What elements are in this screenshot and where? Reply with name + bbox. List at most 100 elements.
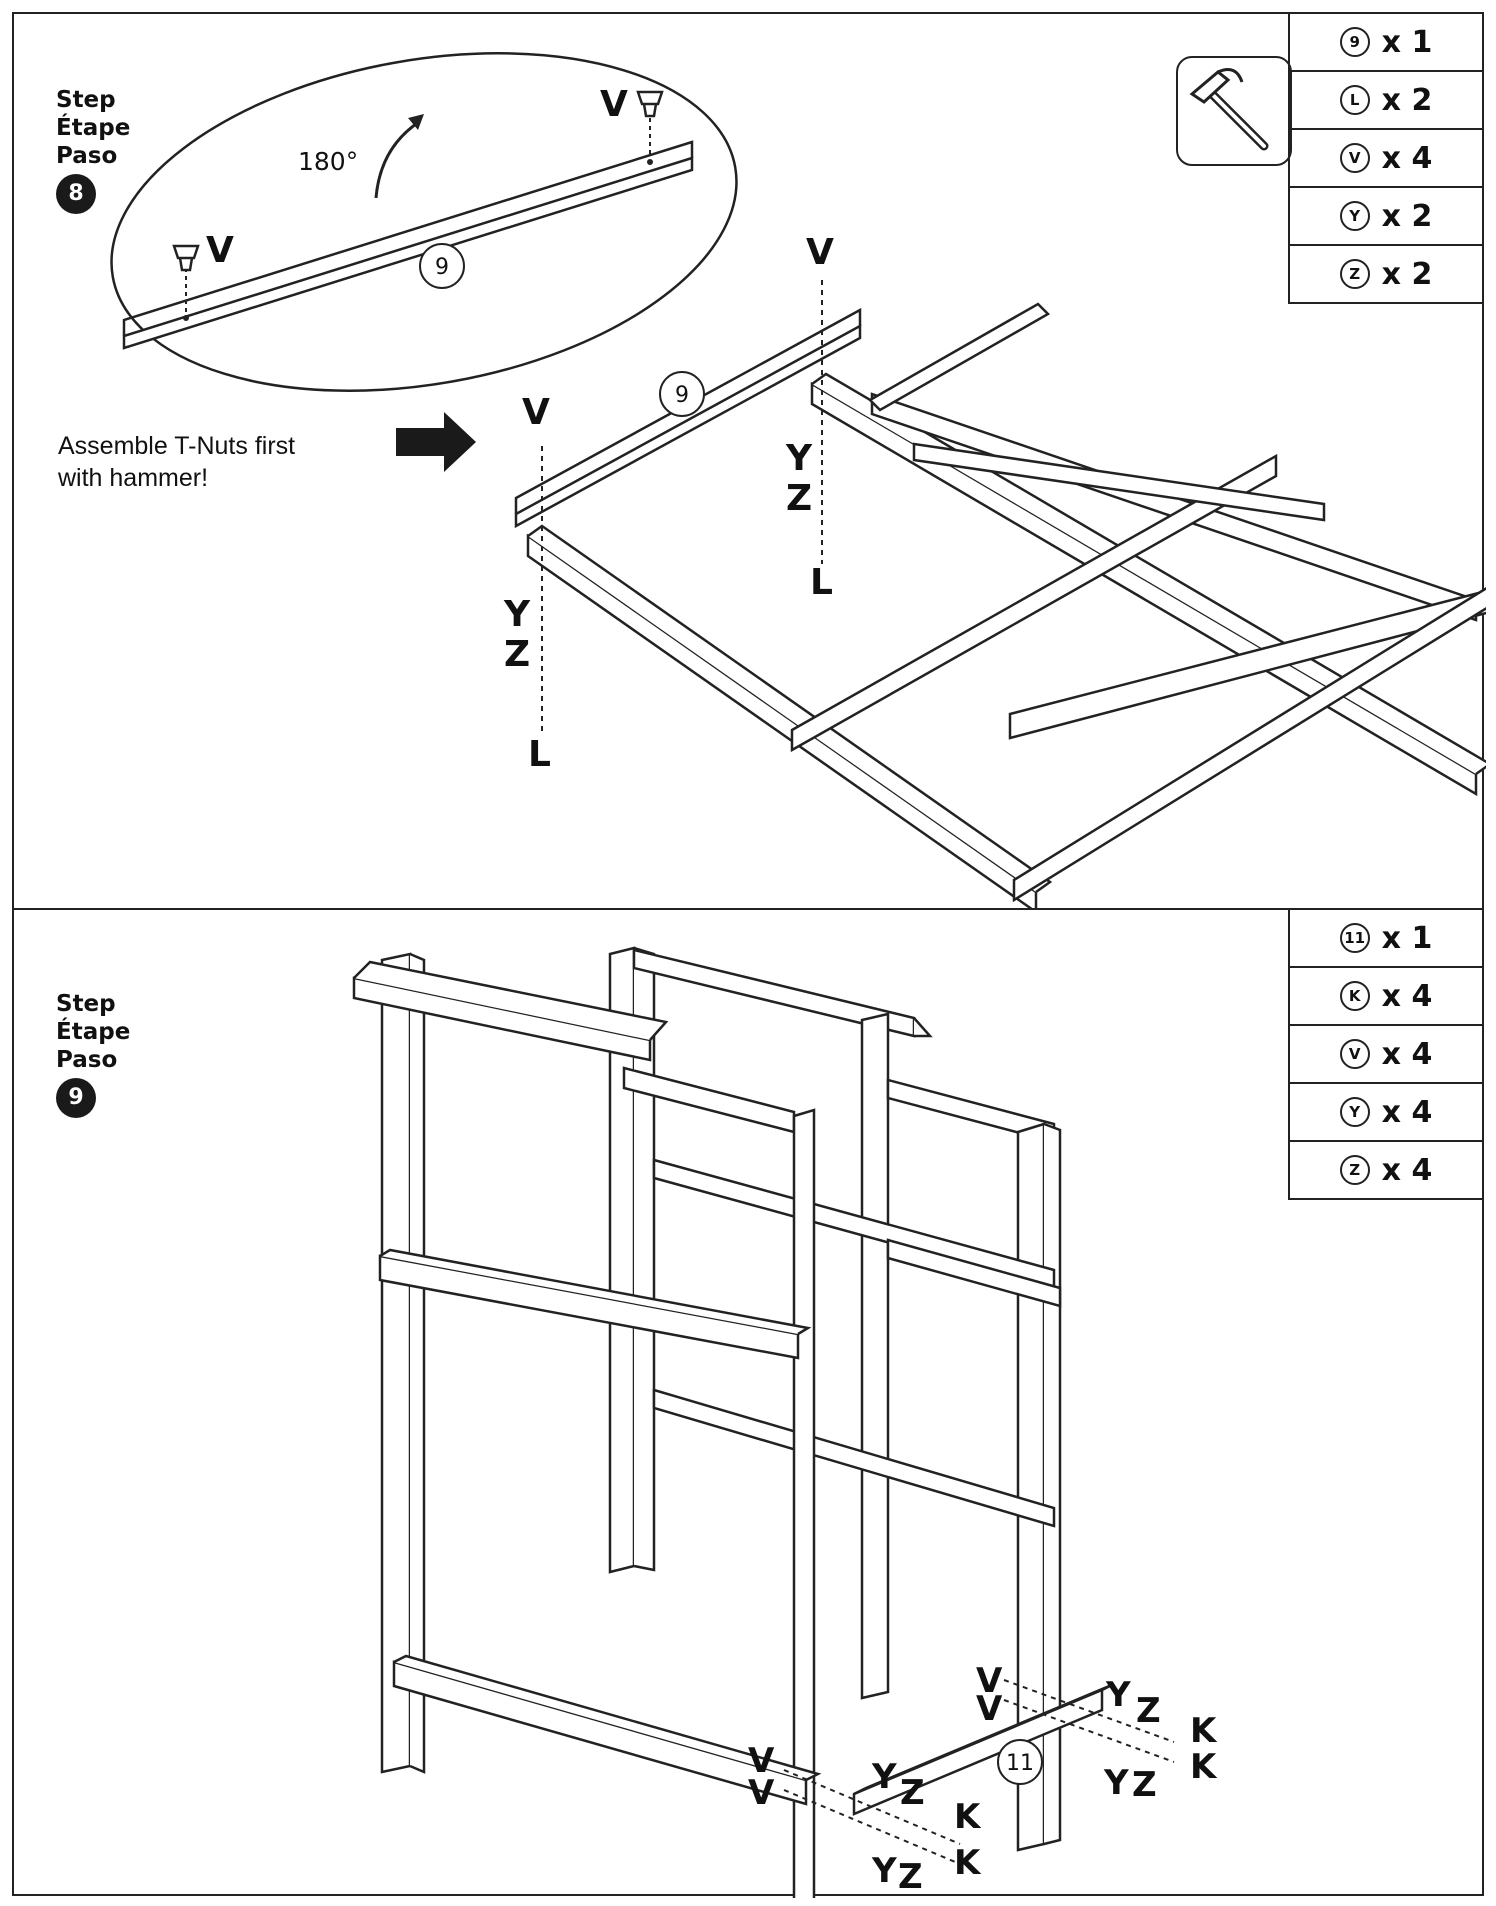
part-number: 11 [1006, 1751, 1034, 1776]
rotation-arrow [374, 122, 417, 199]
detail-ellipse [110, 52, 738, 392]
direction-arrow [396, 412, 476, 472]
step-9-drawing: 11 V V Y Z K Y Z K V V Y Z K Y Z K [352, 946, 1218, 1898]
instruction-line-1: Assemble T-Nuts first [58, 432, 296, 460]
part-number: 9 [675, 383, 689, 408]
callout-y: Y [503, 594, 531, 635]
part-qty: x 2 [1381, 198, 1433, 234]
part-id-badge: Y [1339, 1097, 1370, 1127]
part-number-badge [419, 243, 465, 289]
part-id-badge: Y [1339, 201, 1370, 231]
part-id-badge: 9 [1339, 27, 1370, 57]
parts-row: 9 x 1 [1290, 14, 1482, 70]
step-8-number-badge: 8 [56, 174, 96, 214]
guide-line [783, 1789, 961, 1865]
tnut-instruction: Assemble T-Nuts first with hammer! [58, 430, 295, 494]
part-qty: x 4 [1381, 140, 1433, 176]
arrow-head [408, 114, 424, 130]
callout-k: K [1190, 1747, 1218, 1787]
callout-y: Y [871, 1757, 897, 1797]
tool-box [1176, 56, 1292, 166]
callout-l: L [810, 562, 833, 603]
part-number-badge [997, 1739, 1043, 1785]
bed-frame [526, 302, 1486, 912]
step-word: Step [56, 991, 116, 1017]
step-8-heading: Step Étape Paso 8 [56, 86, 130, 214]
part-number-badge [659, 371, 705, 417]
part-qty: x 2 [1381, 256, 1433, 292]
callout-v: V [206, 230, 234, 271]
callout-v: V [748, 1773, 775, 1813]
callout-z: Z [786, 478, 812, 519]
part-number: 9 [435, 255, 449, 280]
callout-y: Y [871, 1851, 897, 1891]
guide-line [1003, 1699, 1175, 1763]
etape-word: Étape [56, 1019, 131, 1045]
part-id-badge: L [1339, 85, 1370, 115]
callout-l: L [528, 734, 551, 775]
part-qty: x 2 [1381, 82, 1433, 118]
parts-row: 11 x 1 [1290, 910, 1482, 966]
step-9-number-badge: 9 [56, 1078, 96, 1118]
part-id-badge: Z [1339, 1155, 1370, 1185]
callout-y: Y [1105, 1675, 1131, 1715]
part-qty: x 4 [1381, 978, 1433, 1014]
etape-word: Étape [56, 115, 131, 141]
step-9-heading: Step Étape Paso 9 [56, 990, 130, 1118]
callout-k: K [954, 1797, 982, 1837]
callout-z: Z [504, 634, 530, 675]
callout-k: K [1190, 1711, 1218, 1751]
paso-word: Paso [56, 143, 118, 169]
part-qty: x 4 [1381, 1152, 1433, 1188]
step-word: Step [56, 87, 116, 113]
callout-z: Z [1136, 1691, 1161, 1731]
part-id-badge: V [1339, 1039, 1370, 1069]
part-id-badge: K [1339, 981, 1370, 1011]
callout-v: V [748, 1741, 775, 1781]
cabinet-frame [352, 946, 1115, 1898]
callout-v: V [806, 232, 834, 273]
part-qty: x 1 [1381, 920, 1433, 956]
part-id-badge: V [1339, 143, 1370, 173]
callout-z: Z [900, 1773, 925, 1813]
callout-z: Z [898, 1857, 923, 1897]
callout-v: V [976, 1689, 1003, 1729]
detail-board-top [122, 140, 694, 336]
board-9 [514, 323, 862, 529]
callout-v: V [522, 392, 550, 433]
callout-v: V [600, 84, 628, 125]
detail-board [122, 156, 694, 350]
part-id-badge: 11 [1339, 923, 1370, 953]
t-nut-icon [172, 244, 200, 272]
part-qty: x 4 [1381, 1094, 1433, 1130]
paso-word: Paso [56, 1047, 118, 1073]
instruction-line-2: with hammer! [58, 464, 209, 492]
rotation-label: 180° [298, 147, 358, 176]
hammer-icon [1189, 68, 1269, 151]
step-8-drawing: V V 180° 9 9 [110, 52, 1486, 912]
guide-line [783, 1769, 961, 1845]
hole-mark [647, 159, 653, 165]
guide-line [1003, 1679, 1175, 1743]
callout-y: Y [785, 438, 813, 479]
hole-mark [183, 315, 189, 321]
callout-y: Y [1103, 1763, 1129, 1803]
callout-k: K [954, 1843, 982, 1883]
callout-v: V [976, 1661, 1003, 1701]
part-qty: x 1 [1381, 24, 1433, 60]
part-qty: x 4 [1381, 1036, 1433, 1072]
callout-z: Z [1132, 1765, 1157, 1805]
